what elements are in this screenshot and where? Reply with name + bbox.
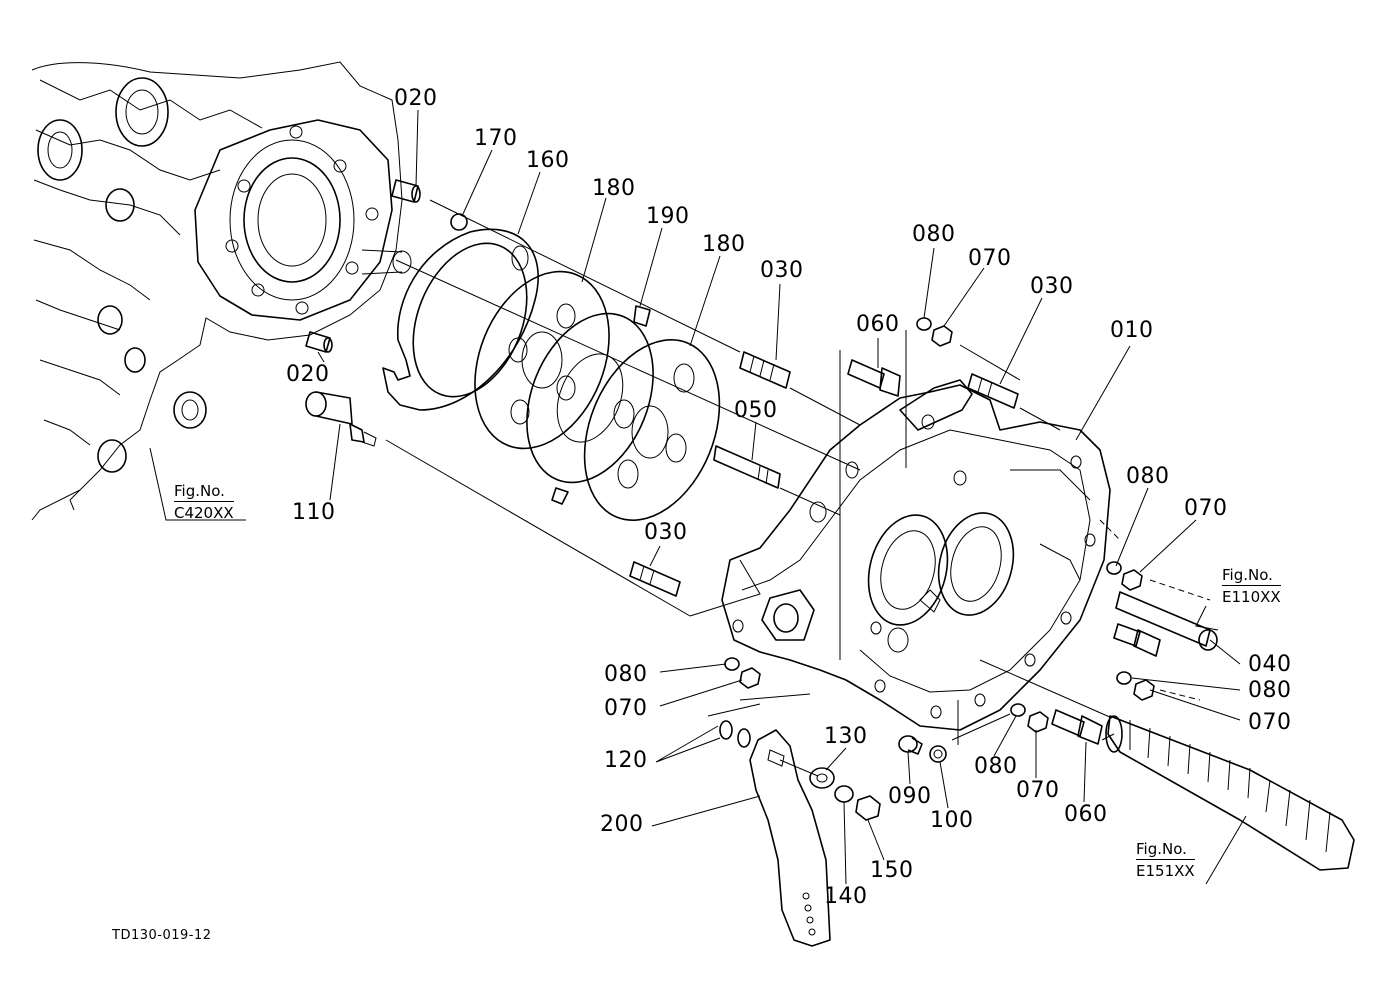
callout-label: 140 bbox=[824, 884, 868, 909]
pressure-plate-160 bbox=[382, 228, 539, 411]
washer-080-right-lower bbox=[1116, 671, 1132, 685]
fig-ref-c420: Fig.No. C420XX bbox=[174, 482, 234, 523]
callout-label: 070 bbox=[1016, 778, 1060, 803]
nut-070-left bbox=[739, 667, 761, 689]
callout-label: 030 bbox=[760, 258, 804, 283]
bolt-060-lower bbox=[1051, 709, 1103, 745]
lever-200 bbox=[749, 729, 831, 947]
callout-label: 080 bbox=[974, 754, 1018, 779]
spring-washer-140 bbox=[834, 785, 854, 803]
leader-lines bbox=[149, 109, 1247, 885]
plug-090 bbox=[898, 735, 923, 755]
fig-ref-code: E110XX bbox=[1222, 584, 1281, 607]
engine-housing-part bbox=[31, 61, 412, 521]
callout-label: 190 bbox=[646, 204, 690, 229]
callout-label: 180 bbox=[592, 176, 636, 201]
o-rings-120 bbox=[719, 720, 751, 748]
callout-label: 070 bbox=[1248, 710, 1292, 735]
callout-label: 070 bbox=[968, 246, 1012, 271]
callout-label: 200 bbox=[600, 812, 644, 837]
pivot-pin-110 bbox=[305, 391, 377, 447]
callout-label: 050 bbox=[734, 398, 778, 423]
washer-130 bbox=[809, 767, 835, 789]
callout-label: 160 bbox=[526, 148, 570, 173]
callout-label: 060 bbox=[856, 312, 900, 337]
stud-040 bbox=[1115, 591, 1218, 651]
callout-label: 010 bbox=[1110, 318, 1154, 343]
ball-170-part bbox=[450, 213, 468, 231]
callout-label: 170 bbox=[474, 126, 518, 151]
stud-030-upper bbox=[739, 351, 791, 389]
callout-label: 110 bbox=[292, 500, 336, 525]
dowel-pin-020-lower bbox=[305, 331, 333, 353]
drawing-id: TD130-019-12 bbox=[112, 928, 212, 943]
seal-100 bbox=[929, 745, 947, 763]
friction-plate-180-b bbox=[583, 339, 721, 521]
callout-label: 150 bbox=[870, 858, 914, 883]
nut-150 bbox=[855, 795, 881, 821]
stud-030-right bbox=[967, 373, 1019, 409]
fig-ref-prefix: Fig.No. bbox=[1222, 566, 1273, 584]
fig-ref-code: C420XX bbox=[174, 500, 234, 523]
fig-ref-prefix: Fig.No. bbox=[1136, 840, 1187, 858]
bolt-040 bbox=[1113, 623, 1161, 657]
fig-ref-code: E151XX bbox=[1136, 858, 1195, 881]
callout-label: 080 bbox=[1126, 464, 1170, 489]
callout-label: 100 bbox=[930, 808, 974, 833]
callout-label: 030 bbox=[1030, 274, 1074, 299]
nut-070-bottom bbox=[1027, 711, 1049, 733]
washer-080-top bbox=[916, 317, 932, 331]
callout-label: 070 bbox=[604, 696, 648, 721]
stud-050 bbox=[713, 445, 781, 489]
callout-label: 030 bbox=[644, 520, 688, 545]
housing-010 bbox=[721, 379, 1111, 731]
callout-label: 020 bbox=[394, 86, 438, 111]
assembly-lines bbox=[385, 199, 1211, 777]
callout-label: 060 bbox=[1064, 802, 1108, 827]
friction-plate-180-a bbox=[474, 270, 610, 450]
callout-label: 080 bbox=[604, 662, 648, 687]
callout-label: 120 bbox=[604, 748, 648, 773]
nut-070-right-upper bbox=[1121, 569, 1143, 591]
intermediate-plate-190 bbox=[526, 305, 654, 505]
callout-label: 080 bbox=[912, 222, 956, 247]
callout-label: 040 bbox=[1248, 652, 1292, 677]
callout-label: 070 bbox=[1184, 496, 1228, 521]
bolt-060-upper bbox=[847, 359, 901, 397]
washer-080-right-upper bbox=[1106, 561, 1122, 575]
washer-080-bottom bbox=[1010, 703, 1026, 717]
washer-080-left bbox=[724, 657, 740, 671]
callout-label: 080 bbox=[1248, 678, 1292, 703]
nut-070-top bbox=[931, 325, 953, 347]
output-shaft bbox=[1105, 715, 1355, 871]
callout-label: 020 bbox=[286, 362, 330, 387]
callout-label: 090 bbox=[888, 784, 932, 809]
fig-ref-e110: Fig.No. E110XX bbox=[1222, 566, 1281, 607]
fig-ref-prefix: Fig.No. bbox=[174, 482, 225, 500]
callout-label: 180 bbox=[702, 232, 746, 257]
callout-label: 130 bbox=[824, 724, 868, 749]
stud-030-lower bbox=[629, 561, 681, 597]
fig-ref-e151: Fig.No. E151XX bbox=[1136, 840, 1195, 881]
